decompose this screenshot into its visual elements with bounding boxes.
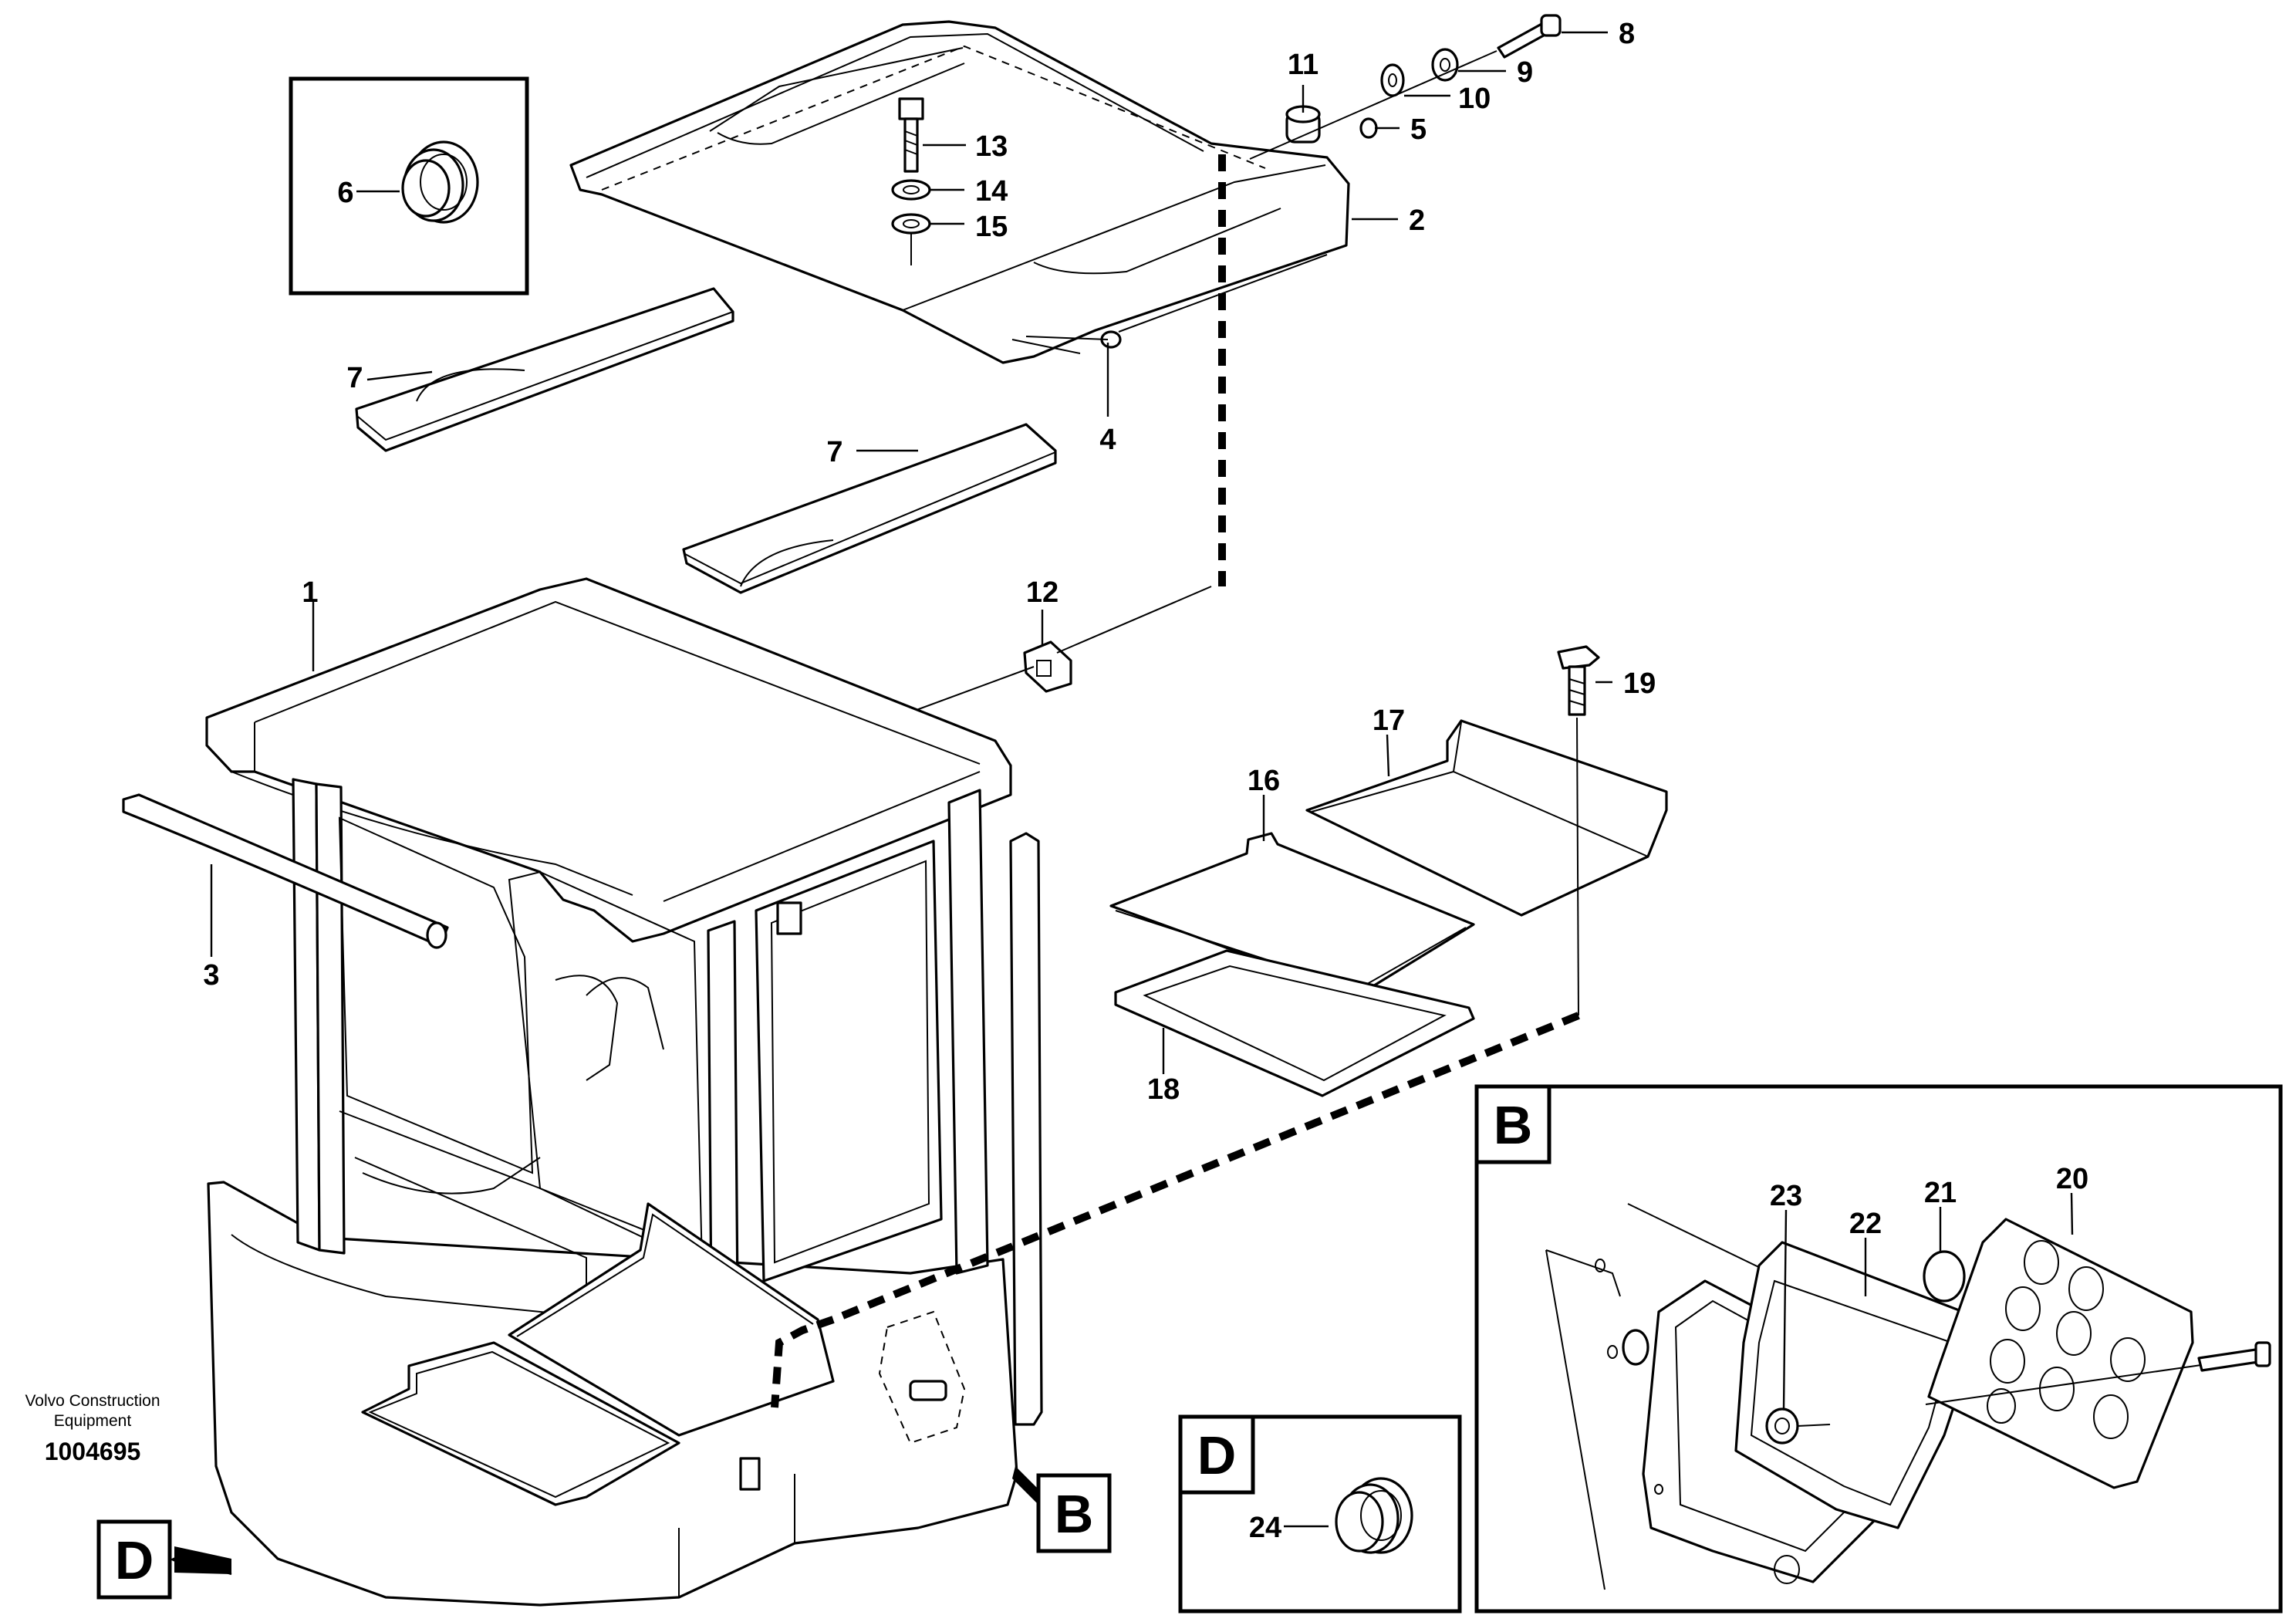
callout-18: 18 [1147,1073,1180,1106]
cover-20-holes [1987,1240,2146,1439]
bolt-19 [1557,645,1600,1016]
seal-strip-3 [122,793,449,949]
detail-box-part-6 [289,76,529,296]
callout-19: 19 [1623,667,1656,700]
callout-4: 4 [1099,424,1116,456]
detail-box-d: D [1178,1414,1462,1614]
nut-5 [1359,117,1378,139]
callout-7a: 7 [346,362,363,394]
grommet-6 [401,140,479,224]
callout-7b: 7 [826,436,842,468]
callout-10: 10 [1458,83,1491,115]
callout-15: 15 [975,211,1008,243]
detail-tag-b-label: B [1055,1484,1094,1544]
callouts: 1 2 3 4 5 6 7 7 8 9 10 11 12 13 14 15 16… [203,18,2088,1544]
callout-13: 13 [975,130,1008,163]
callout-17: 17 [1373,705,1405,737]
callout-16: 16 [1248,765,1280,797]
leader-lines [210,31,2074,1410]
callout-14: 14 [975,175,1008,208]
detail-box-b: B [1474,1084,2283,1614]
company-name-line2: Equipment [54,1412,132,1430]
callout-12: 12 [1026,576,1059,609]
washer-10 [1380,63,1405,97]
detail-box-d-label: D [1197,1425,1237,1485]
detail-tag-d-label: D [115,1530,154,1590]
detail-box-b-label: B [1494,1095,1533,1155]
washer-9 [1431,48,1459,82]
callout-11: 11 [1288,49,1319,81]
insulation-mat-7b [682,423,1057,594]
floor-seal-18 [1114,949,1475,1097]
callout-21: 21 [1924,1177,1957,1209]
insulation-mat-7a [355,287,734,452]
callout-3: 3 [203,959,219,992]
callout-6: 6 [337,177,353,209]
callout-5: 5 [1410,113,1427,146]
washer-14 [891,179,931,201]
callout-20: 20 [2056,1163,2088,1195]
bracket-12 [1023,640,1072,693]
document-watermark: Volvo Construction Equipment 1004695 [25,1392,160,1465]
callout-24: 24 [1249,1512,1281,1544]
cab-frame-1 [205,577,1043,1607]
callout-2: 2 [1409,204,1425,237]
company-name-line1: Volvo Construction [25,1392,160,1410]
roof-liner-2 [569,20,1350,364]
document-number: 1004695 [45,1438,141,1465]
callout-23: 23 [1770,1180,1802,1212]
grommet-24 [1335,1477,1413,1554]
callout-22: 22 [1849,1208,1882,1240]
detail-tag-d: D [96,1519,232,1600]
callout-1: 1 [302,576,318,609]
callout-9: 9 [1517,56,1533,89]
bolt-13 [898,97,924,173]
callout-8: 8 [1619,18,1635,50]
screw-8 [1497,14,1562,59]
detail-tag-b: B [1012,1466,1112,1553]
